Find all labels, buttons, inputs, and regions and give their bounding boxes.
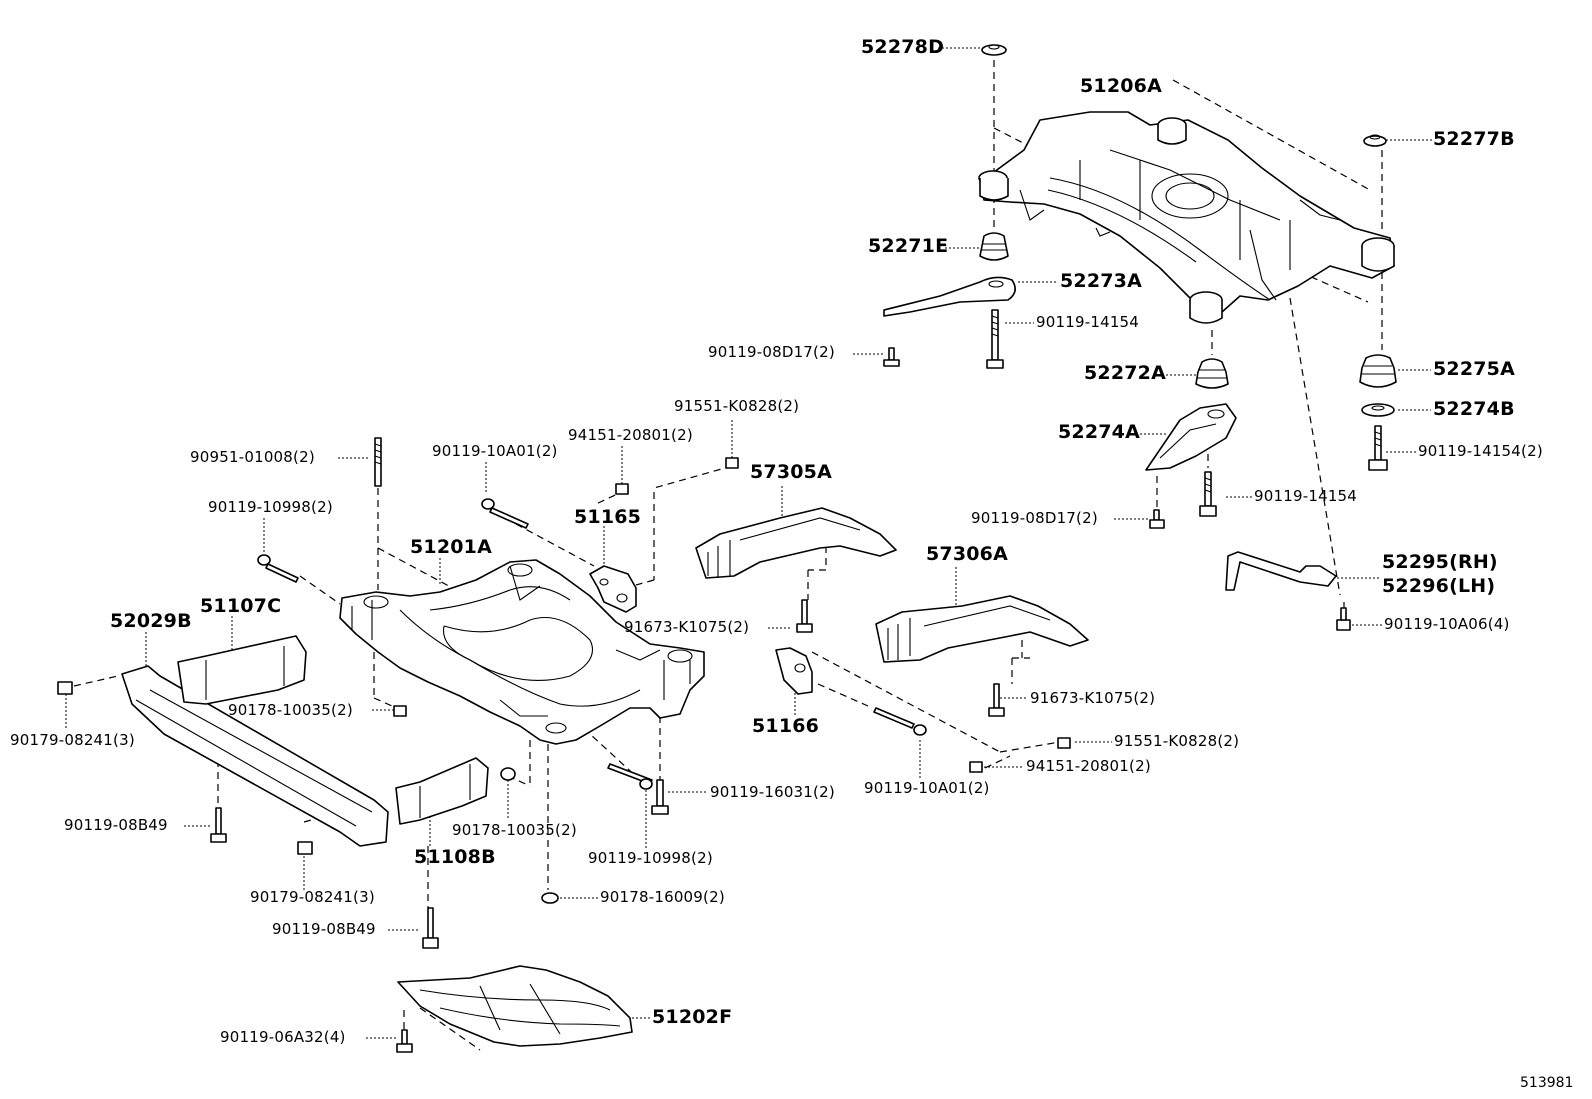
front-crossmember-51201a: [339, 559, 705, 745]
part-label-90178-10035-a: 90178-10035(2): [228, 701, 353, 719]
rear-crossmember-51206a: [978, 111, 1395, 324]
part-label-51165: 51165: [574, 506, 642, 528]
part-label-52272a: 52272A: [1084, 362, 1167, 384]
part-label-90119-14154-a: 90119-14154: [1036, 313, 1140, 331]
part-label-91673-k1075-b: 91673-K1075(2): [1030, 689, 1156, 707]
part-label-57306a: 57306A: [926, 543, 1009, 565]
part-label-52278d: 52278D: [861, 36, 945, 58]
engine-under-cover-51202f: [396, 965, 633, 1053]
part-label-94151-20801-a: 94151-20801(2): [568, 426, 693, 444]
part-label-90119-10a06: 90119-10A06(4): [1384, 615, 1510, 633]
part-label-51166: 51166: [752, 715, 820, 737]
part-label-52274b: 52274B: [1433, 398, 1515, 420]
part-label-51206a: 51206A: [1080, 75, 1163, 97]
part-label-90119-08b49-a: 90119-08B49: [64, 816, 168, 834]
part-label-52274a: 52274A: [1058, 421, 1141, 443]
part-label-51108b: 51108B: [414, 846, 496, 868]
part-label-51201a: 51201A: [410, 536, 493, 558]
part-label-91673-k1075-a: 91673-K1075(2): [624, 618, 750, 636]
rear-mount-parts: [883, 44, 1397, 631]
part-label-51202f: 51202F: [652, 1006, 733, 1028]
part-label-90119-14154-c: 90119-14154: [1254, 487, 1358, 505]
part-label-52273a: 52273A: [1060, 270, 1143, 292]
front-small-parts: [57, 437, 739, 949]
part-label-52275a: 52275A: [1433, 358, 1516, 380]
part-label-52277b: 52277B: [1433, 128, 1515, 150]
part-label-52296: 52296(LH): [1382, 575, 1496, 597]
braces: [695, 507, 1089, 773]
part-label-90119-10a01-a: 90119-10A01(2): [432, 442, 558, 460]
part-label-90179-08241-a: 90179-08241(3): [10, 731, 135, 749]
part-label-90119-14154-b: 90119-14154(2): [1418, 442, 1543, 460]
part-label-52271e: 52271E: [868, 235, 949, 257]
part-label-90119-08b49-b: 90119-08B49: [272, 920, 376, 938]
part-label-91551-k0828-a: 91551-K0828(2): [674, 397, 800, 415]
part-label-90119-10998-b: 90119-10998(2): [588, 849, 713, 867]
part-label-90178-16009: 90178-16009(2): [600, 888, 725, 906]
part-label-90119-06a32: 90119-06A32(4): [220, 1028, 346, 1046]
part-label-90951-01008: 90951-01008(2): [190, 448, 315, 466]
part-label-51107c: 51107C: [200, 595, 282, 617]
part-label-52295: 52295(RH): [1382, 551, 1498, 573]
part-label-90119-08d17-a: 90119-08D17(2): [708, 343, 835, 361]
part-label-94151-20801-b: 94151-20801(2): [1026, 757, 1151, 775]
part-label-52029b: 52029B: [110, 610, 192, 632]
part-label-90119-16031: 90119-16031(2): [710, 783, 835, 801]
part-label-90178-10035-b: 90178-10035(2): [452, 821, 577, 839]
part-label-90119-08d17-b: 90119-08D17(2): [971, 509, 1098, 527]
part-label-57305a: 57305A: [750, 461, 833, 483]
part-label-91551-k0828-b: 91551-K0828(2): [1114, 732, 1240, 750]
diagram-reference-number: 513981: [1520, 1075, 1574, 1091]
part-label-90119-10a01-b: 90119-10A01(2): [864, 779, 990, 797]
part-label-90119-10998-a: 90119-10998(2): [208, 498, 333, 516]
part-label-90179-08241-b: 90179-08241(3): [250, 888, 375, 906]
